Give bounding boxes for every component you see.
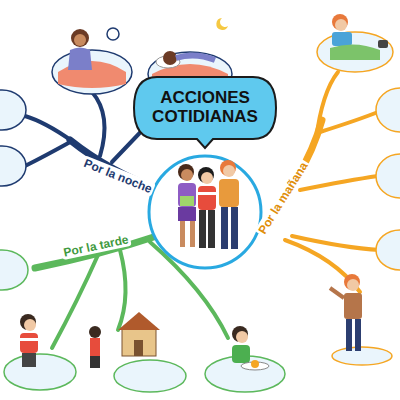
title-bubble: ACCIONES COTIDIANAS (133, 76, 277, 140)
node-title: ACCIONES COTIDIANAS (151, 89, 259, 126)
branch-label: Por la noche (80, 155, 156, 196)
branch-label: Por la mañana (254, 158, 311, 238)
